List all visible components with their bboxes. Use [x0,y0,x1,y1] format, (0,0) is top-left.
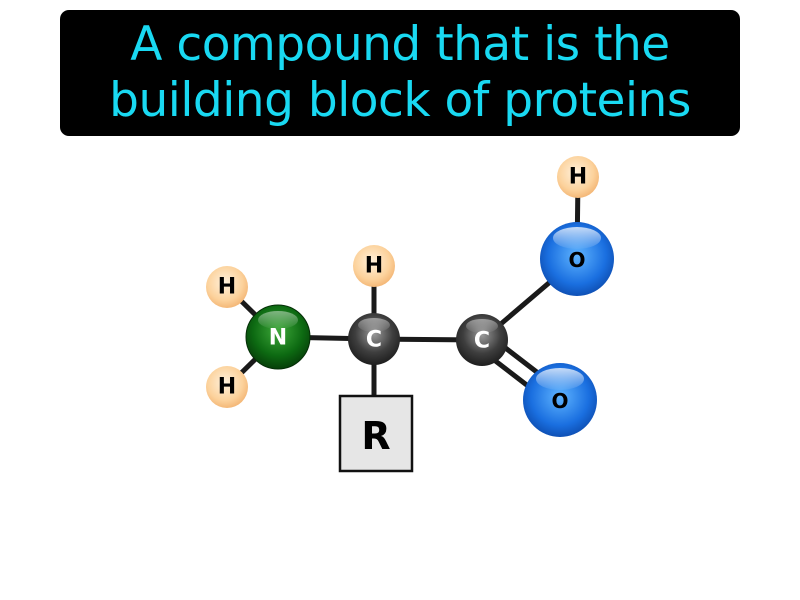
atom-label: O [551,389,568,413]
bonds [224,174,581,409]
atom-label: C [366,328,382,353]
title-banner: A compound that is the building block of… [60,10,740,136]
atom-n-amine: N [245,304,311,370]
atom-h-alpha: H [353,245,395,287]
atom-h-amine-top: H [206,266,248,308]
atom-c-carboxyl: C [456,314,508,366]
atom-label: H [365,254,383,279]
atom-o-carbonyl: O [523,363,597,437]
atom-label: N [269,326,287,351]
r-group-box [338,394,414,473]
atom-label: H [569,165,587,190]
title-line-2: building block of proteins [109,73,691,128]
r-group-label: R [361,414,390,458]
atom-o-hydroxyl: O [540,222,614,296]
atom-label: H [218,275,236,300]
atom-h-top-right: H [557,156,599,198]
atom-label: H [218,375,236,400]
atom-label: O [568,248,585,272]
atom-c-alpha: C [348,313,400,365]
atom-label: C [474,329,490,354]
r-group: R [338,394,414,473]
title-line-1: A compound that is the [130,17,670,72]
atom-h-amine-bottom: H [206,366,248,408]
